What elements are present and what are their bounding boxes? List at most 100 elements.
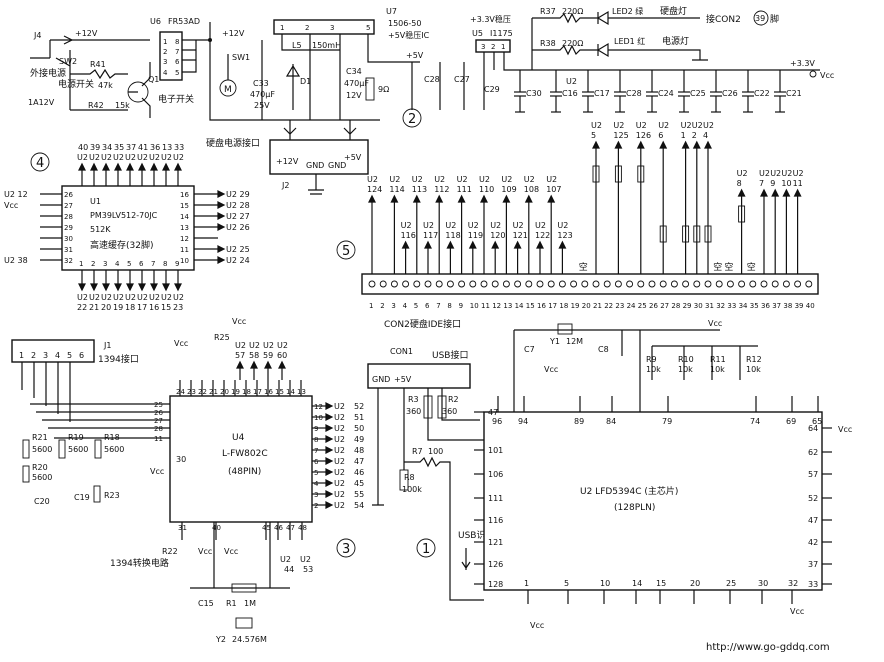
- ide-b-121: 121: [513, 231, 528, 240]
- r9-label: R9: [646, 355, 657, 364]
- flash-top-ext-13: 13: [162, 143, 172, 152]
- ide-pin-1: [368, 280, 376, 288]
- c34-label: C34: [346, 67, 362, 76]
- u5-label: U5: [472, 29, 483, 38]
- c33-value: 470μF: [250, 90, 275, 99]
- cap-c17: C17: [594, 89, 610, 98]
- flash-top-u2-1: U2: [89, 153, 100, 162]
- svg-text:3: 3: [163, 58, 167, 66]
- ide-rd-9: 9: [770, 179, 775, 188]
- u2-right-pin-62: 62: [808, 448, 818, 457]
- ide-a-109: 109: [501, 185, 516, 194]
- section-marker-4: 4: [36, 156, 44, 171]
- ide-empty-1: 空: [713, 261, 722, 273]
- u4-right-pin-1: 10: [314, 414, 323, 422]
- r8-label: R8: [404, 473, 415, 482]
- u4-right-ext-54: 54: [354, 501, 364, 510]
- ide-pin-num-36: 36: [761, 302, 770, 310]
- j2-gnd1: GND: [306, 161, 324, 170]
- ide-pin-27: [659, 280, 667, 288]
- ide-a-u2-4: U2: [457, 175, 468, 184]
- u4-top-ext-57: 57: [235, 351, 245, 360]
- v5-out-label: +5V: [406, 51, 424, 60]
- u1-label: U1: [90, 197, 101, 206]
- ide-rc-8: 8: [737, 179, 742, 188]
- ide-pin-30: [693, 280, 701, 288]
- ide-pin-num-10: 10: [470, 302, 479, 310]
- flash-right-ext-2: U2 27: [226, 212, 250, 221]
- flash-right-ext-3: U2 26: [226, 223, 250, 232]
- ide-pin-10: [469, 280, 477, 288]
- flash-bottom-u2-3: U2: [113, 293, 124, 302]
- c29-label: C29: [484, 85, 500, 94]
- u4-vcc-3: Vcc: [150, 467, 164, 476]
- y1-value: 12M: [566, 337, 583, 346]
- q1-label: Q1: [148, 75, 159, 84]
- ide-a-u2-5: U2: [479, 175, 490, 184]
- r22-label: R22: [162, 547, 178, 556]
- y1-label: Y1: [549, 337, 560, 346]
- u4-right-ext-45: 45: [354, 479, 364, 488]
- flash-top-ext-40: 40: [78, 143, 88, 152]
- u1-part: PM39LV512-70JC: [90, 211, 158, 220]
- ide-ra-u2-0: U2: [591, 121, 602, 130]
- j1-label: J1: [103, 341, 111, 350]
- u2-vcc-2: Vcc: [708, 319, 722, 328]
- ide-b-123: 123: [557, 231, 572, 240]
- ide-pin-9: [458, 280, 466, 288]
- r9-value: 10k: [646, 365, 661, 374]
- ide-b-117: 117: [423, 231, 438, 240]
- u2-left-pin-106: 106: [488, 470, 503, 479]
- r38-value: 220Ω: [562, 39, 583, 48]
- r1-value: 1M: [244, 599, 256, 608]
- u2-vcc-1: Vcc: [544, 365, 558, 374]
- flash-bottom-pin-5: 5: [127, 260, 131, 268]
- ide-a-107: 107: [546, 185, 561, 194]
- j1-pin-2: 2: [31, 351, 36, 360]
- flash-top-u2-5: U2: [137, 153, 148, 162]
- ide-pin-31: [704, 280, 712, 288]
- ide-empty-2: 空: [724, 261, 733, 273]
- u4-vcc-2: Vcc: [232, 317, 246, 326]
- ide-rd-10: 10: [781, 179, 791, 188]
- u7-label: U7: [386, 7, 397, 16]
- con1-gnd: GND: [372, 375, 390, 384]
- ide-pin-4: [402, 280, 410, 288]
- u2-left-pin-121: 121: [488, 538, 503, 547]
- flash-bottom-u2-1: U2: [89, 293, 100, 302]
- u2-right-pin-47: 47: [808, 516, 818, 525]
- u4-right-u2-2: U2: [334, 424, 345, 433]
- flash-bottom-u2-6: U2: [149, 293, 160, 302]
- c8-label: C8: [598, 345, 609, 354]
- cap-c16: C16: [562, 89, 578, 98]
- ide-pin-39: [794, 280, 802, 288]
- ide-a-111: 111: [457, 185, 472, 194]
- u2-bottom-pin-25: 25: [726, 579, 736, 588]
- flash-top-ext-35: 35: [114, 143, 124, 152]
- ide-pin-num-17: 17: [548, 302, 557, 310]
- flash-right-pin-13: 13: [180, 224, 189, 232]
- u5-part: I1175: [490, 29, 513, 38]
- svg-text:1: 1: [280, 24, 284, 32]
- r25-label: R25: [214, 333, 230, 342]
- v12-mid-label: +12V: [222, 29, 245, 38]
- ide-rd-u2-3: U2: [793, 169, 804, 178]
- ide-pin-29: [682, 280, 690, 288]
- j4-label: J4: [33, 31, 41, 40]
- u2-right-pin-64: 64: [808, 424, 818, 433]
- u2-right-pin-33: 33: [808, 580, 818, 589]
- u2-bottom-pin-30: 30: [758, 579, 768, 588]
- ide-pin-19: [570, 280, 578, 288]
- ide-pin-num-38: 38: [783, 302, 792, 310]
- ide-a-u2-0: U2: [367, 175, 378, 184]
- ide-pin-num-13: 13: [503, 302, 512, 310]
- ide-b-u2-7: U2: [557, 221, 568, 230]
- u4-right-u2-7: U2: [334, 479, 345, 488]
- u4-right-u2-9: U2: [334, 501, 345, 510]
- section-marker-1: 1: [422, 542, 430, 557]
- cap-c25: C25: [690, 89, 706, 98]
